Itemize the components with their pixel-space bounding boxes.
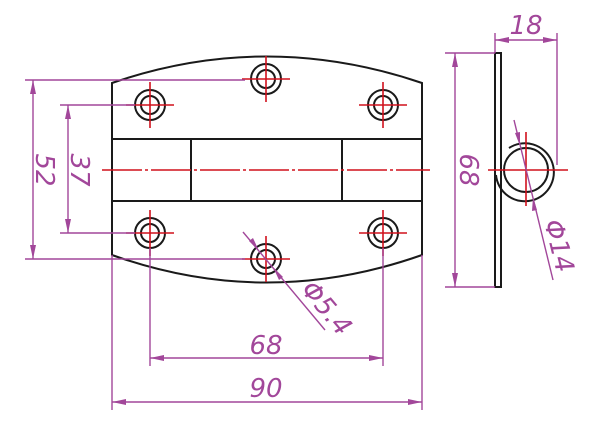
dim-68-side: 68	[445, 52, 495, 288]
dim-52-label: 52	[29, 153, 59, 186]
dim-knuckle-diameter-label: Φ14	[537, 216, 579, 275]
dim-hole-diameter-label: Φ5.4	[295, 275, 358, 342]
dim-18: 18	[494, 11, 558, 165]
dim-hole-diameter: Φ5.4	[242, 231, 358, 342]
dim-52: 52	[25, 79, 245, 260]
dim-90-label: 90	[249, 374, 282, 404]
dim-18-label: 18	[509, 11, 542, 41]
knuckle-outer	[495, 142, 555, 203]
dim-68-horizontal: 68	[149, 248, 384, 366]
mounting-hole	[359, 82, 407, 128]
dim-68-label: 68	[249, 331, 282, 361]
dim-68-side-label: 68	[453, 153, 483, 186]
dim-37-label: 37	[64, 153, 94, 187]
mounting-hole	[242, 56, 290, 102]
dim-37: 37	[60, 104, 135, 234]
dim-90: 90	[111, 255, 423, 410]
